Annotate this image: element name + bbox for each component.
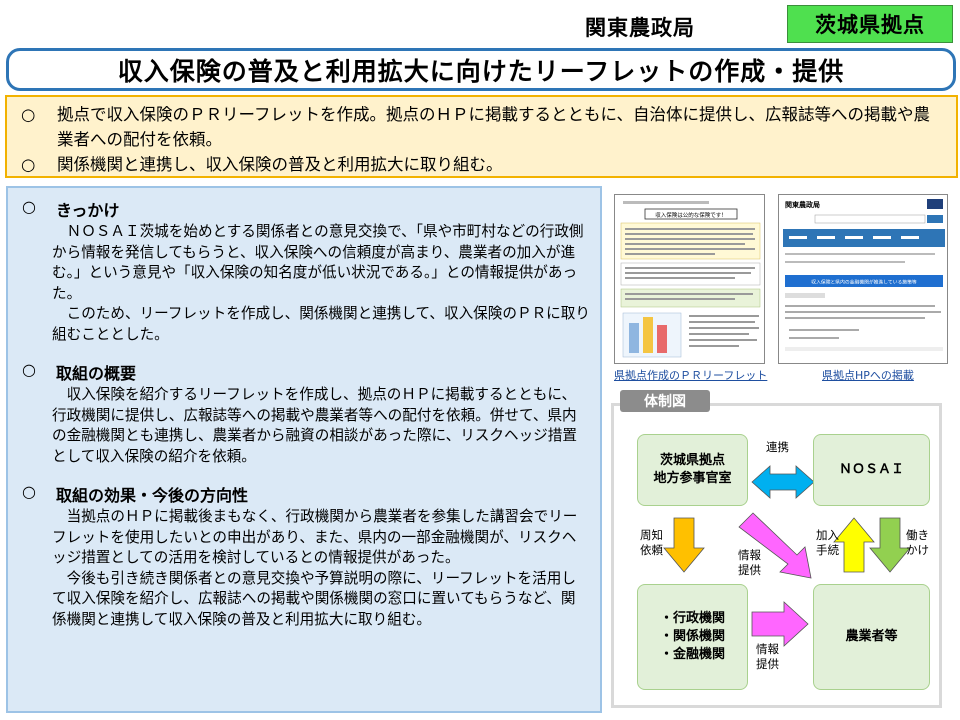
section-heading: ○ きっかけ bbox=[22, 197, 590, 221]
agencies-node: ・行政機関 ・関係機関 ・金融機関 bbox=[637, 584, 748, 690]
diagram-label: 体制図 bbox=[620, 390, 710, 412]
joho-label-1: 情報提供 bbox=[738, 548, 761, 577]
node-text: 茨城県拠点地方参事官室 bbox=[653, 453, 732, 486]
leaflet-thumbnail: 収入保険は公的な保険です！ bbox=[614, 194, 765, 364]
section-paragraph: 当拠点のＨＰに掲載後まもなく、行政機関から農業者を参集した講習会でリーフレットを… bbox=[52, 508, 578, 566]
summary-item: ○ 拠点で収入保険のＰＲリーフレットを作成。拠点のＨＰに掲載するとともに、自治体… bbox=[21, 102, 946, 152]
section-title: 取組の効果・今後の方向性 bbox=[56, 486, 249, 505]
section-paragraph: このため、リーフレットを作成し、関係機関と連携して、収入保険のＰＲに取り組むこと… bbox=[52, 305, 590, 343]
summary-item: ○ 関係機関と連携し、収入保険の普及と利用拡大に取り組む。 bbox=[21, 152, 946, 177]
bullet-circle: ○ bbox=[22, 197, 36, 216]
bullet-circle: ○ bbox=[22, 360, 36, 379]
section-paragraph: 収入保険を紹介するリーフレットを作成し、拠点のＨＰに掲載するとともに、行政機関に… bbox=[52, 386, 577, 465]
hp-site-title: 関東農政局 bbox=[785, 200, 820, 209]
agency-name: 関東農政局 bbox=[585, 16, 695, 40]
homepage-thumbnail: 関東農政局 収入保険と県内の金融機関が推進している施策等 bbox=[778, 194, 948, 364]
section-title: きっかけ bbox=[56, 201, 120, 220]
section-heading: ○ 取組の効果・今後の方向性 bbox=[22, 482, 590, 506]
joho-label-2: 情報提供 bbox=[756, 642, 779, 671]
page-title: 収入保険の普及と利用拡大に向けたリーフレットの作成・提供 bbox=[117, 56, 845, 86]
leaflet-banner: 収入保険は公的な保険です！ bbox=[655, 211, 727, 219]
ibaraki-office-node: 茨城県拠点地方参事官室 bbox=[637, 434, 748, 506]
summary-box: ○ 拠点で収入保険のＰＲリーフレットを作成。拠点のＨＰに掲載するとともに、自治体… bbox=[5, 95, 958, 178]
node-text: ＮＯＳＡＩ bbox=[838, 462, 904, 477]
hp-banner: 収入保険と県内の金融機関が推進している施策等 bbox=[811, 279, 917, 286]
renkei-label: 連携 bbox=[766, 440, 789, 454]
details-box: ○ きっかけ ＮＯＳＡＩ茨城を始めとする関係者との意見交換で、「県や市町村などの… bbox=[6, 186, 602, 713]
bullet-circle: ○ bbox=[21, 105, 36, 124]
bullet-circle: ○ bbox=[21, 155, 36, 174]
section-paragraph: ＮＯＳＡＩ茨城を始めとする関係者との意見交換で、「県や市町村などの行政側から情報… bbox=[52, 223, 584, 302]
office-badge: 茨城県拠点 bbox=[787, 5, 953, 43]
nosai-node: ＮＯＳＡＩ bbox=[813, 434, 930, 506]
hataraki-label: 働きかけ bbox=[906, 528, 929, 557]
bullet-circle: ○ bbox=[22, 482, 36, 501]
summary-text: 関係機関と連携し、収入保険の普及と利用拡大に取り組む。 bbox=[57, 155, 503, 174]
kanyu-label: 加入手続 bbox=[816, 528, 839, 557]
agency-item: ・行政機関 bbox=[659, 611, 725, 626]
agency-item: ・関係機関 bbox=[659, 629, 725, 644]
leaflet-image: 収入保険は公的な保険です！ bbox=[615, 195, 764, 363]
homepage-image: 関東農政局 収入保険と県内の金融機関が推進している施策等 bbox=[779, 195, 947, 363]
section-title: 取組の概要 bbox=[56, 364, 137, 383]
section-paragraph: 今後も引き続き関係者との意見交換や予算説明の際に、リーフレットを活用して収入保険… bbox=[52, 569, 576, 628]
page-title-bar: 収入保険の普及と利用拡大に向けたリーフレットの作成・提供 bbox=[6, 48, 956, 91]
leaflet-caption[interactable]: 県拠点作成のＰＲリーフレット bbox=[614, 369, 768, 382]
node-text: 農業者等 bbox=[845, 629, 898, 644]
homepage-caption[interactable]: 県拠点HPへの掲載 bbox=[822, 369, 914, 382]
agency-item: ・金融機関 bbox=[659, 647, 725, 662]
shuchi-label: 周知依頼 bbox=[640, 528, 663, 557]
summary-text: 拠点で収入保険のＰＲリーフレットを作成。拠点のＨＰに掲載するとともに、自治体に提… bbox=[57, 105, 931, 149]
farmers-node: 農業者等 bbox=[813, 584, 930, 690]
section-heading: ○ 取組の概要 bbox=[22, 360, 590, 384]
